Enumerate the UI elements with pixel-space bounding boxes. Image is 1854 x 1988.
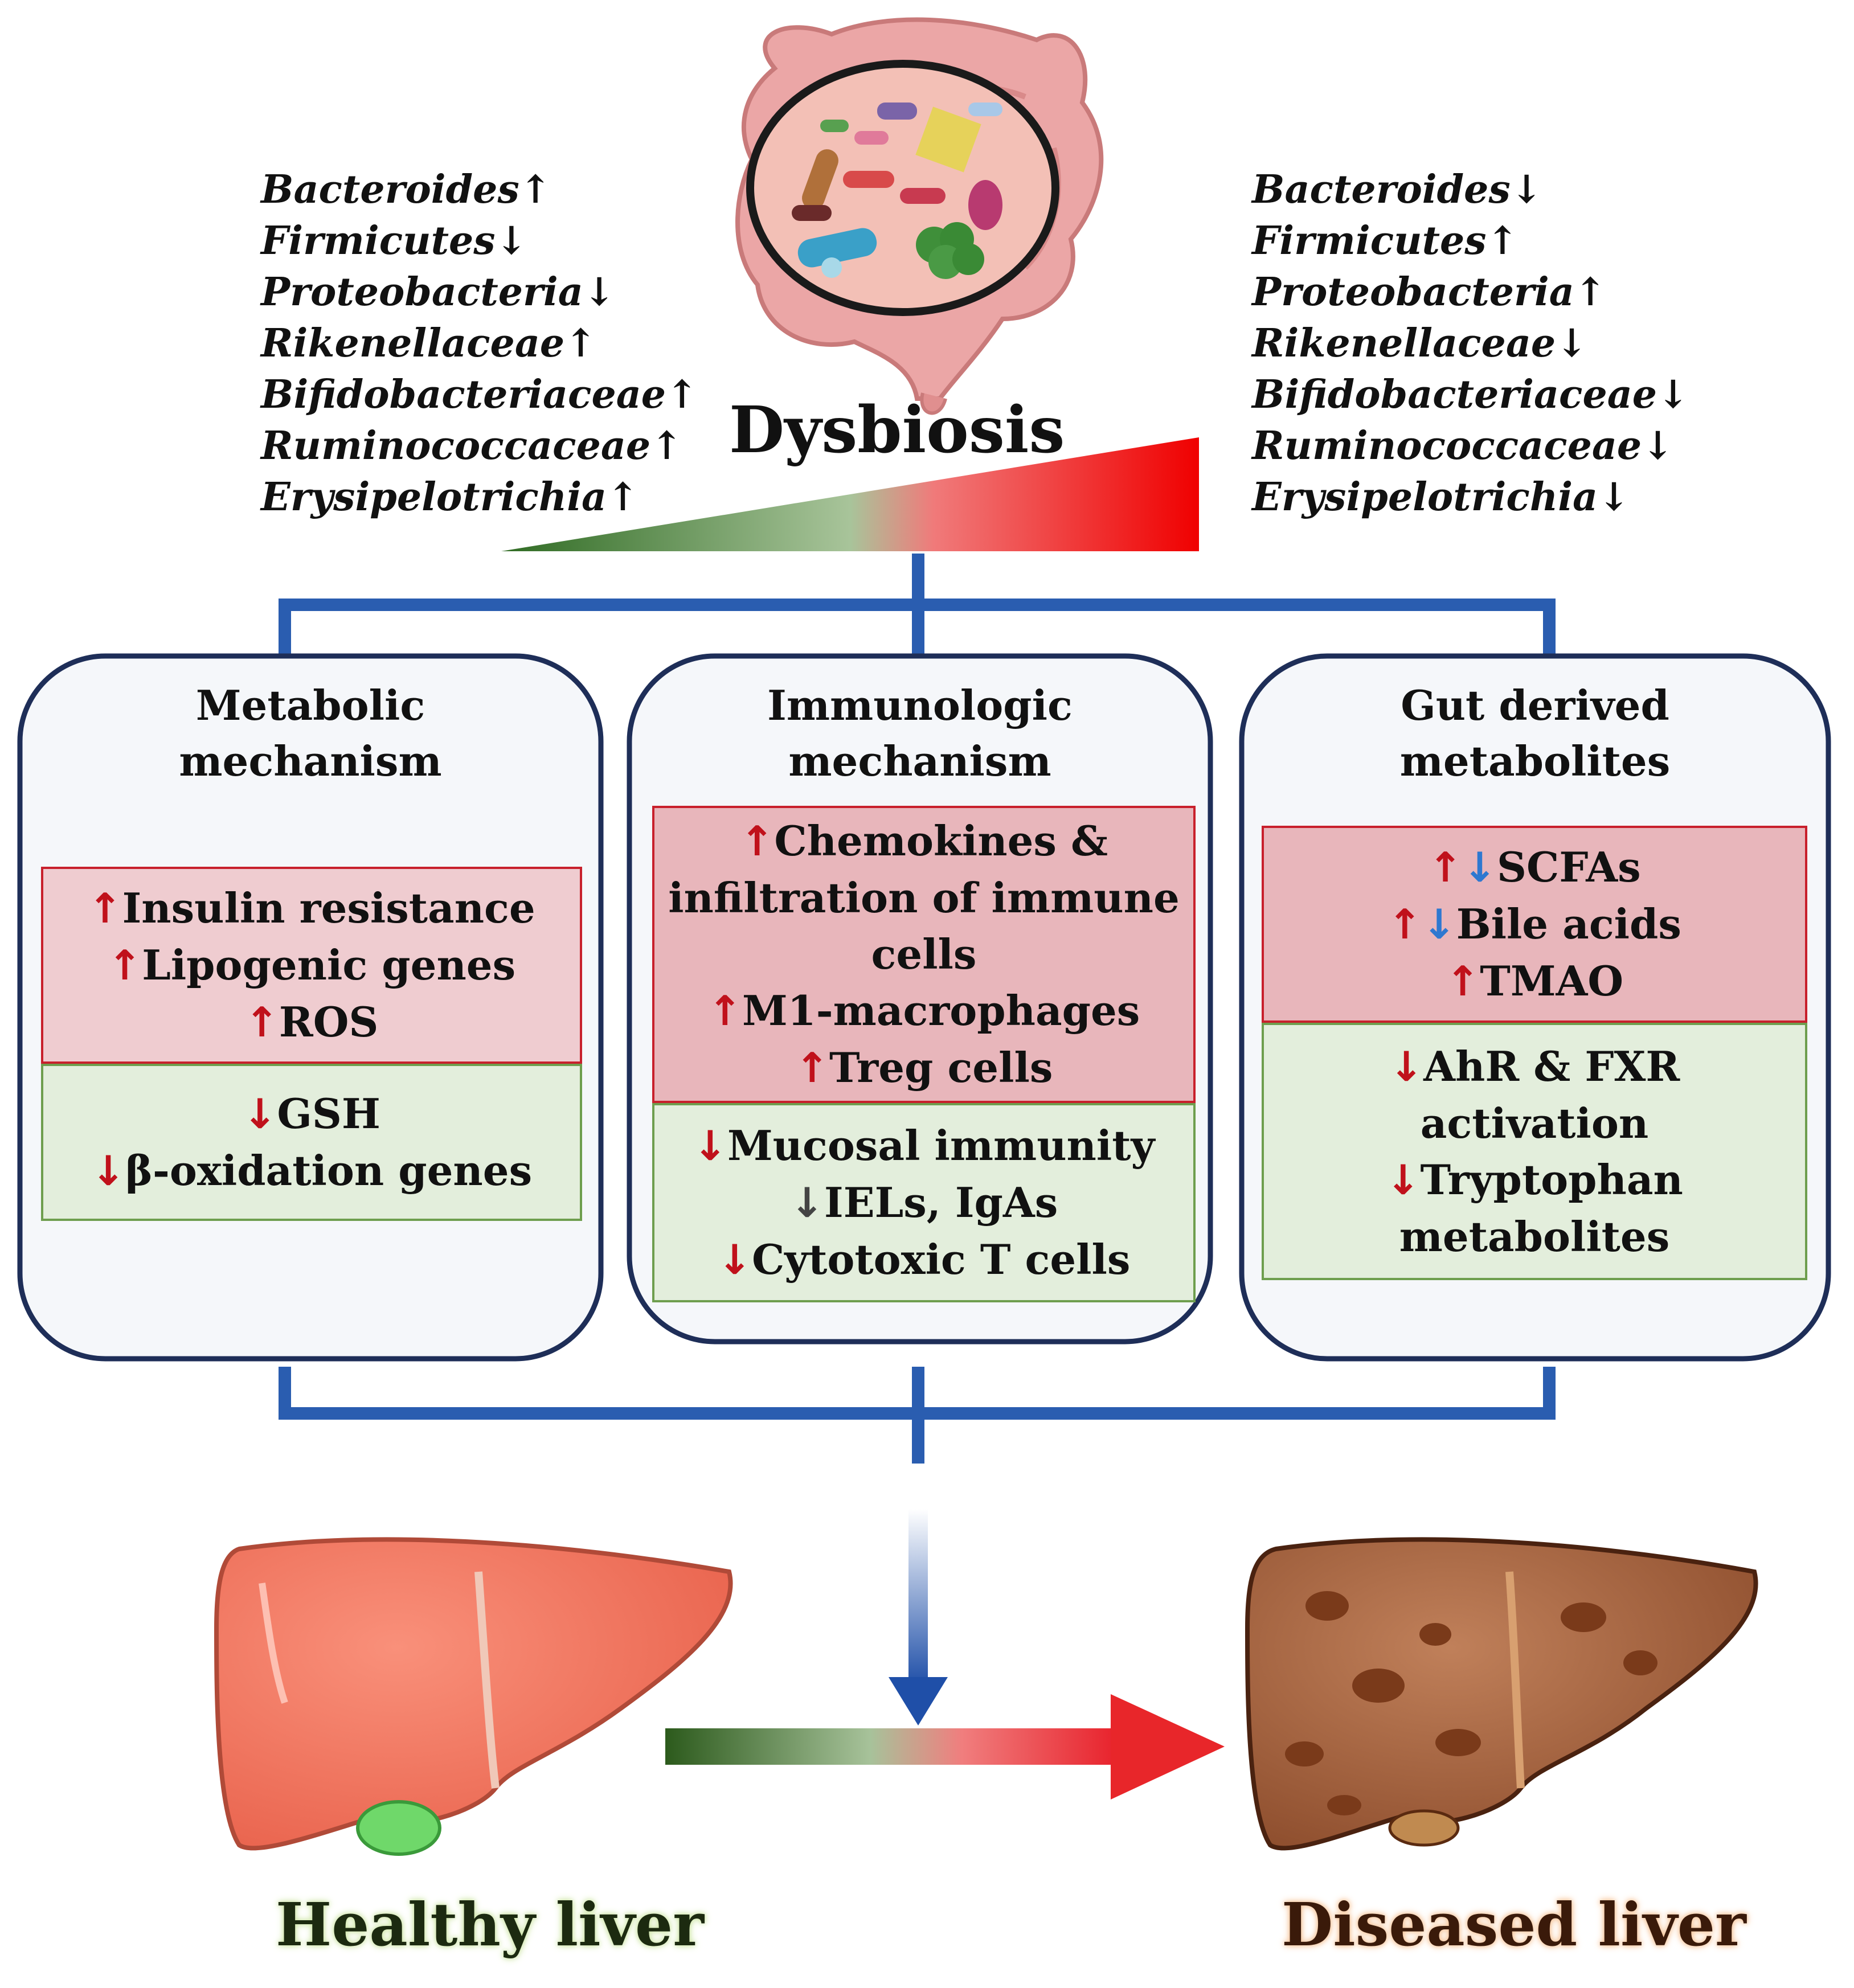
- effect-label: ROS: [279, 998, 379, 1046]
- taxon-item: Bacteroides↓: [1252, 167, 1543, 212]
- effect-label: activation: [1420, 1099, 1649, 1147]
- down-arrow-icon: ↓: [1462, 843, 1497, 891]
- metabolic-title: Metabolic mechanism: [20, 678, 601, 789]
- left-taxa-list: Bacteroides↑ Firmicutes↓ Proteobacteria↓…: [261, 164, 698, 523]
- effect-label: metabolites: [1399, 1212, 1670, 1261]
- effect-label: Bile acids: [1456, 900, 1681, 948]
- bottom-connector: [279, 1367, 1556, 1464]
- up-arrow-icon: ↑: [88, 884, 122, 932]
- taxon-item: Proteobacteria↑: [1252, 269, 1607, 315]
- effect-label: Cytotoxic T cells: [751, 1235, 1131, 1284]
- down-arrow-icon: ↓: [693, 1122, 727, 1170]
- title-line: Gut derived: [1401, 681, 1669, 729]
- taxon-item: Proteobacteria↓: [261, 269, 616, 315]
- dysbiosis-gradient-wedge: [501, 437, 1199, 551]
- effect-label: AhR & FXR: [1423, 1042, 1680, 1091]
- effect-label: Lipogenic genes: [142, 941, 516, 989]
- diseased-liver-label: Diseased liver: [1282, 1889, 1746, 1960]
- up-arrow-icon: ↑: [244, 998, 279, 1046]
- right-taxa-list: Bacteroides↓ Firmicutes↑ Proteobacteria↑…: [1252, 164, 1689, 523]
- immunologic-decrease-box: ↓Mucosal immunity ↓IELs, IgAs ↓Cytotoxic…: [652, 1103, 1196, 1302]
- down-arrow-icon: ↓: [91, 1147, 126, 1195]
- healthy-liver-label: Healthy liver: [276, 1889, 705, 1960]
- up-arrow-icon: ↑: [1428, 843, 1463, 891]
- metabolic-decrease-box: ↓GSH ↓β-oxidation genes: [41, 1064, 582, 1221]
- taxon-item: Firmicutes↓: [261, 218, 528, 264]
- down-arrow-head: [889, 1677, 948, 1725]
- title-line: metabolites: [1399, 737, 1671, 785]
- dysbiosis-label: Dysbiosis: [729, 393, 1065, 468]
- effect-label: β-oxidation genes: [125, 1146, 533, 1195]
- top-connector: [279, 554, 1556, 655]
- taxon-item: Bifidobacteriaceae↓: [1252, 372, 1690, 417]
- down-arrow-icon: ↓: [243, 1090, 277, 1138]
- effect-label: SCFAs: [1497, 843, 1641, 891]
- taxon-item: Firmicutes↑: [1252, 218, 1519, 264]
- healthy-liver-illustration: [214, 1537, 733, 1856]
- effect-label: infiltration of immune: [668, 874, 1180, 922]
- up-arrow-icon: ↑: [1445, 957, 1480, 1005]
- effect-label: Treg cells: [829, 1043, 1053, 1092]
- metabolic-increase-box: ↑Insulin resistance ↑Lipogenic genes ↑RO…: [41, 867, 582, 1064]
- taxon-item: Bifidobacteriaceae↑: [261, 372, 699, 417]
- gut-title: Gut derived metabolites: [1242, 678, 1828, 789]
- effect-label: GSH: [277, 1089, 380, 1138]
- taxon-item: Erysipelotrichia↑: [261, 474, 640, 520]
- up-arrow-icon: ↑: [107, 941, 142, 989]
- effect-label: M1-macrophages: [742, 986, 1140, 1035]
- effect-label: cells: [871, 930, 977, 978]
- progression-bar: [665, 1728, 1121, 1765]
- intestine-illustration: [735, 17, 1104, 415]
- down-arrow-icon: ↓: [717, 1236, 752, 1284]
- up-arrow-icon: ↑: [1388, 900, 1422, 948]
- immunologic-title: Immunologic mechanism: [629, 678, 1210, 789]
- taxon-item: Rikenellaceae↓: [1252, 321, 1589, 366]
- gut-decrease-box: ↓AhR & FXR activation ↓Tryptophan metabo…: [1262, 1023, 1807, 1280]
- effect-label: Tryptophan: [1420, 1155, 1683, 1204]
- progression-arrow-head: [1111, 1694, 1225, 1800]
- taxon-item: Bacteroides↑: [261, 167, 552, 212]
- taxon-item: Erysipelotrichia↓: [1252, 474, 1631, 520]
- title-line: Metabolic: [195, 681, 425, 729]
- effect-label: IELs, IgAs: [824, 1178, 1058, 1227]
- taxon-item: Rikenellaceae↑: [261, 321, 597, 366]
- down-arrow-icon: ↓: [1389, 1043, 1424, 1091]
- bacteria-cluster: [792, 103, 1002, 279]
- effect-label: Mucosal immunity: [727, 1121, 1155, 1170]
- effect-label: Chemokines &: [774, 817, 1108, 865]
- effect-label: Insulin resistance: [122, 884, 535, 932]
- diseased-liver-illustration: [1245, 1537, 1758, 1851]
- title-line: mechanism: [179, 737, 442, 785]
- immunologic-increase-box: ↑Chemokines & infiltration of immune cel…: [652, 806, 1196, 1103]
- title-line: Immunologic: [767, 681, 1073, 729]
- taxon-item: Ruminococcaceae↓: [1252, 423, 1675, 469]
- up-arrow-icon: ↑: [707, 987, 742, 1035]
- down-arrow-shaft: [908, 1509, 928, 1686]
- effect-label: TMAO: [1480, 957, 1624, 1005]
- down-arrow-icon: ↓: [1422, 900, 1456, 948]
- title-line: mechanism: [788, 737, 1051, 785]
- up-arrow-icon: ↑: [795, 1044, 829, 1092]
- down-arrow-icon: ↓: [1386, 1156, 1421, 1204]
- down-arrow-icon: ↓: [789, 1179, 825, 1227]
- up-arrow-icon: ↑: [740, 817, 775, 865]
- gut-change-box: ↑↓SCFAs ↑↓Bile acids ↑TMAO: [1262, 826, 1807, 1023]
- taxon-item: Ruminococcaceae↑: [261, 423, 684, 469]
